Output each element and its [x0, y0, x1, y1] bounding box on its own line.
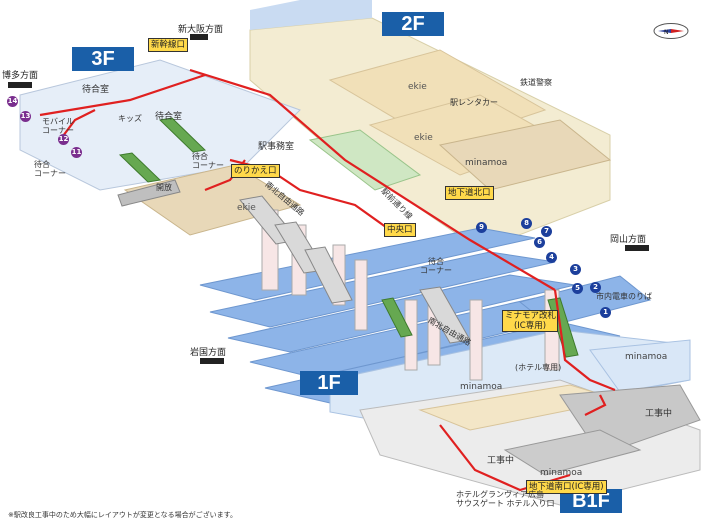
- label-kaisoku: 開放: [156, 183, 172, 192]
- label-rent-a-car: 駅レンタカー: [450, 98, 498, 107]
- label-waiting-corner-2f: 待合 コーナー: [420, 257, 452, 275]
- direction-iwakuni: 岩国方面: [190, 348, 227, 358]
- green-corridor-2f: [308, 129, 422, 191]
- label-construction-2: 工事中: [487, 456, 515, 466]
- label-ekie-2f-2: ekie: [414, 133, 433, 143]
- label-chika-kitaguchi: 地下道北口: [445, 186, 494, 200]
- compass-icon: N: [653, 23, 689, 39]
- platform-13: 13: [20, 111, 31, 122]
- platform-9: 9: [476, 222, 487, 233]
- direction-okayama: 岡山方面: [610, 235, 647, 245]
- label-station-office: 駅事務室: [258, 142, 295, 152]
- platform-6: 6: [534, 237, 545, 248]
- floor-badge-2f: 2F: [382, 12, 444, 36]
- label-norikae-gate: のりかえ口: [231, 164, 280, 178]
- b1f-hatched-2: [503, 429, 642, 476]
- arrow-shin-osaka-icon: [190, 34, 208, 40]
- river-area: [250, 0, 372, 30]
- label-waiting-corner-left: 待合 コーナー: [34, 160, 66, 178]
- minamoa-block-2f: [438, 119, 612, 191]
- label-kids: キッズ: [118, 114, 142, 123]
- label-mobile-corner: モバイル コーナー: [42, 117, 74, 135]
- label-hotel-only: (ホテル専用): [515, 363, 562, 372]
- label-minamoa-1f: minamoa: [460, 382, 503, 392]
- staircases: [239, 195, 471, 344]
- footnote: ※駅改良工事中のため大幅にレイアウトが変更となる場合がございます。: [8, 511, 237, 519]
- platform-12: 12: [58, 134, 69, 145]
- label-waiting-room-2: 待合室: [155, 112, 183, 122]
- svg-text:N: N: [664, 29, 669, 36]
- label-ekie-2f-1: ekie: [408, 82, 427, 92]
- label-minamoa-1f-right: minamoa: [625, 352, 668, 362]
- label-chika-minamiguchi: 地下道南口(IC専用): [526, 480, 607, 494]
- direction-hakata: 博多方面: [2, 71, 39, 81]
- platform-5: 5: [572, 283, 583, 294]
- platform-14: 14: [7, 96, 18, 107]
- platform-11: 11: [71, 147, 82, 158]
- floor-badge-3f: 3F: [72, 47, 134, 71]
- label-railway-police: 鉄道警察: [520, 78, 552, 87]
- label-hotel-granvia: ホテルグランヴィア広島 サウスゲート ホテル入り口: [456, 490, 555, 508]
- floor-badge-1f: 1F: [300, 371, 358, 395]
- minamoa-1f-area: [589, 339, 691, 393]
- platform-8: 8: [521, 218, 532, 229]
- arrow-okayama-icon: [625, 245, 649, 251]
- platform-4: 4: [546, 252, 557, 263]
- platform-2: 2: [590, 282, 601, 293]
- direction-shin-osaka: 新大阪方面: [178, 25, 224, 35]
- platform-7: 7: [541, 226, 552, 237]
- label-tram: 市内電車のりば: [596, 292, 652, 301]
- label-minamo-gate: ミナモア改札 (IC専用): [502, 310, 558, 332]
- arrow-iwakuni-icon: [200, 358, 224, 364]
- label-waiting-corner-mid: 待合 コーナー: [192, 152, 224, 170]
- arrow-hakata-icon: [8, 82, 32, 88]
- platform-1: 1: [600, 307, 611, 318]
- label-shinkansen-gate: 新幹線口: [148, 38, 189, 52]
- hatched-3f: [117, 179, 181, 207]
- platform-3: 3: [570, 264, 581, 275]
- label-ekie-3f: ekie: [237, 203, 256, 213]
- label-construction-1: 工事中: [645, 409, 673, 419]
- label-minamoa-b1f: minamoa: [540, 468, 583, 478]
- label-chuo-gate: 中央口: [384, 223, 416, 237]
- label-waiting-room-1: 待合室: [82, 85, 110, 95]
- label-minamoa-2f: minamoa: [465, 158, 508, 168]
